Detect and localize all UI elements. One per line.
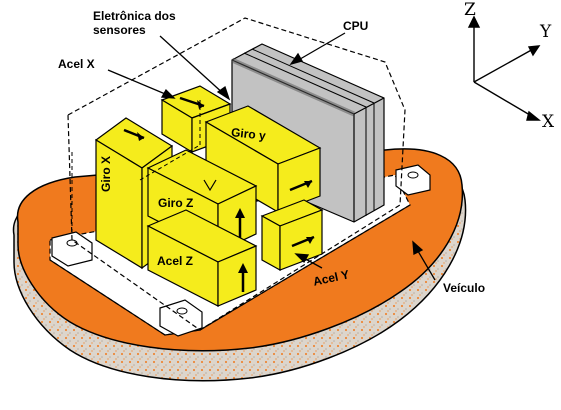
callout-lines bbox=[107, 32, 436, 281]
mount-foot-right bbox=[395, 164, 431, 196]
label-sensor-electronics-line2: sensores bbox=[93, 23, 146, 37]
label-sensor-electronics-line1: Eletrônica dos bbox=[93, 9, 176, 23]
label-accel-z: Acel Z bbox=[157, 254, 194, 268]
label-gyro-z: Giro Z bbox=[158, 196, 194, 210]
accel-z-block bbox=[146, 209, 258, 307]
coordinate-axes bbox=[467, 15, 541, 121]
label-vehicle: Veículo bbox=[443, 281, 486, 295]
axis-label-x: X bbox=[542, 112, 555, 132]
label-gyro-x: Giro X bbox=[99, 155, 113, 192]
mount-foot-front bbox=[159, 299, 203, 337]
enclosure-hidden-edge bbox=[71, 100, 201, 240]
gyro-y-block bbox=[204, 105, 322, 214]
axis-label-z: Z bbox=[464, 0, 476, 20]
label-accel-x: Acel X bbox=[58, 57, 95, 71]
accel-y-block bbox=[260, 199, 324, 272]
mount-foot-left bbox=[51, 231, 93, 267]
axis-label-y: Y bbox=[540, 22, 552, 42]
label-cpu: CPU bbox=[343, 19, 369, 33]
sensor-enclosure bbox=[67, 17, 406, 331]
